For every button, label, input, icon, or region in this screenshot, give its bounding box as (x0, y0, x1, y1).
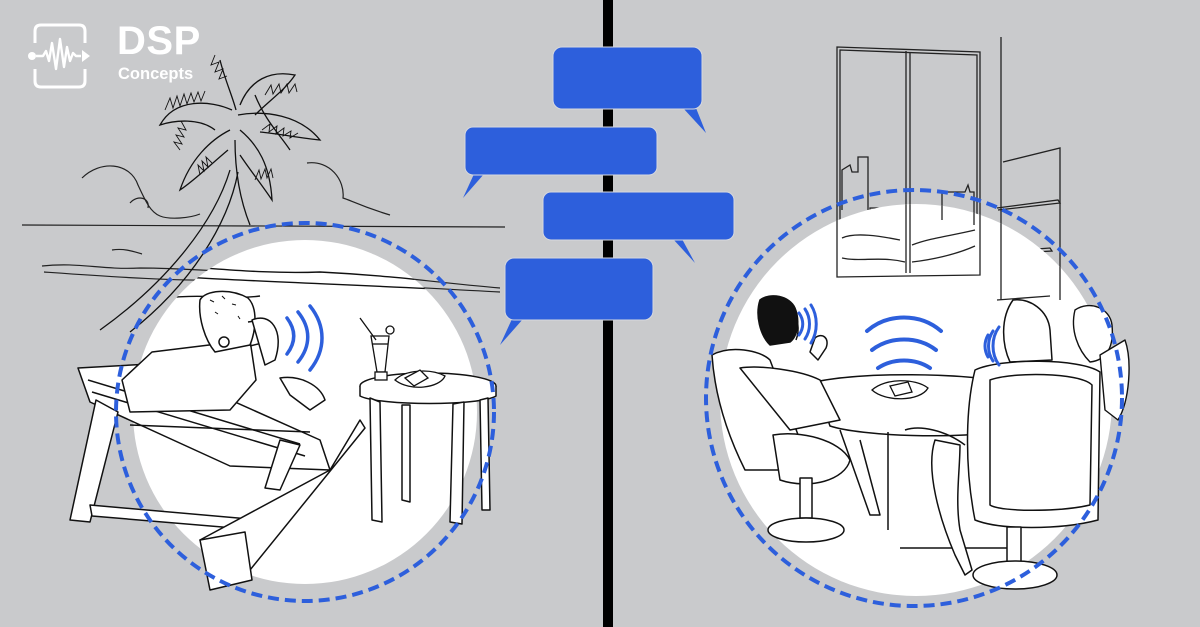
logo-subtitle: Concepts (118, 65, 194, 83)
person-back-right (1072, 305, 1130, 421)
speech-bubble-3 (542, 191, 735, 263)
beach-conference-speaker (394, 369, 446, 388)
dsp-concepts-logo: DSP Concepts (27, 19, 227, 91)
woman-in-chair (904, 299, 1101, 590)
logo-title: DSP (117, 19, 201, 63)
speech-bubble-1 (552, 46, 706, 133)
left-coverage-zone (114, 221, 496, 603)
person-with-headset (121, 290, 326, 413)
speech-bubble-4 (500, 257, 654, 345)
palm-tree (99, 54, 322, 333)
right-coverage-zone (704, 188, 1124, 608)
speech-bubble-2 (463, 126, 658, 198)
sound-waves-speaker (865, 315, 943, 370)
sound-waves-left (285, 304, 324, 372)
cocktail-glass (359, 317, 395, 381)
office-conference-speaker (871, 380, 929, 400)
man-in-chair (711, 295, 881, 543)
sound-waves-woman (983, 325, 1001, 367)
waveform-box-icon (28, 23, 90, 89)
sound-waves-man (797, 303, 818, 345)
